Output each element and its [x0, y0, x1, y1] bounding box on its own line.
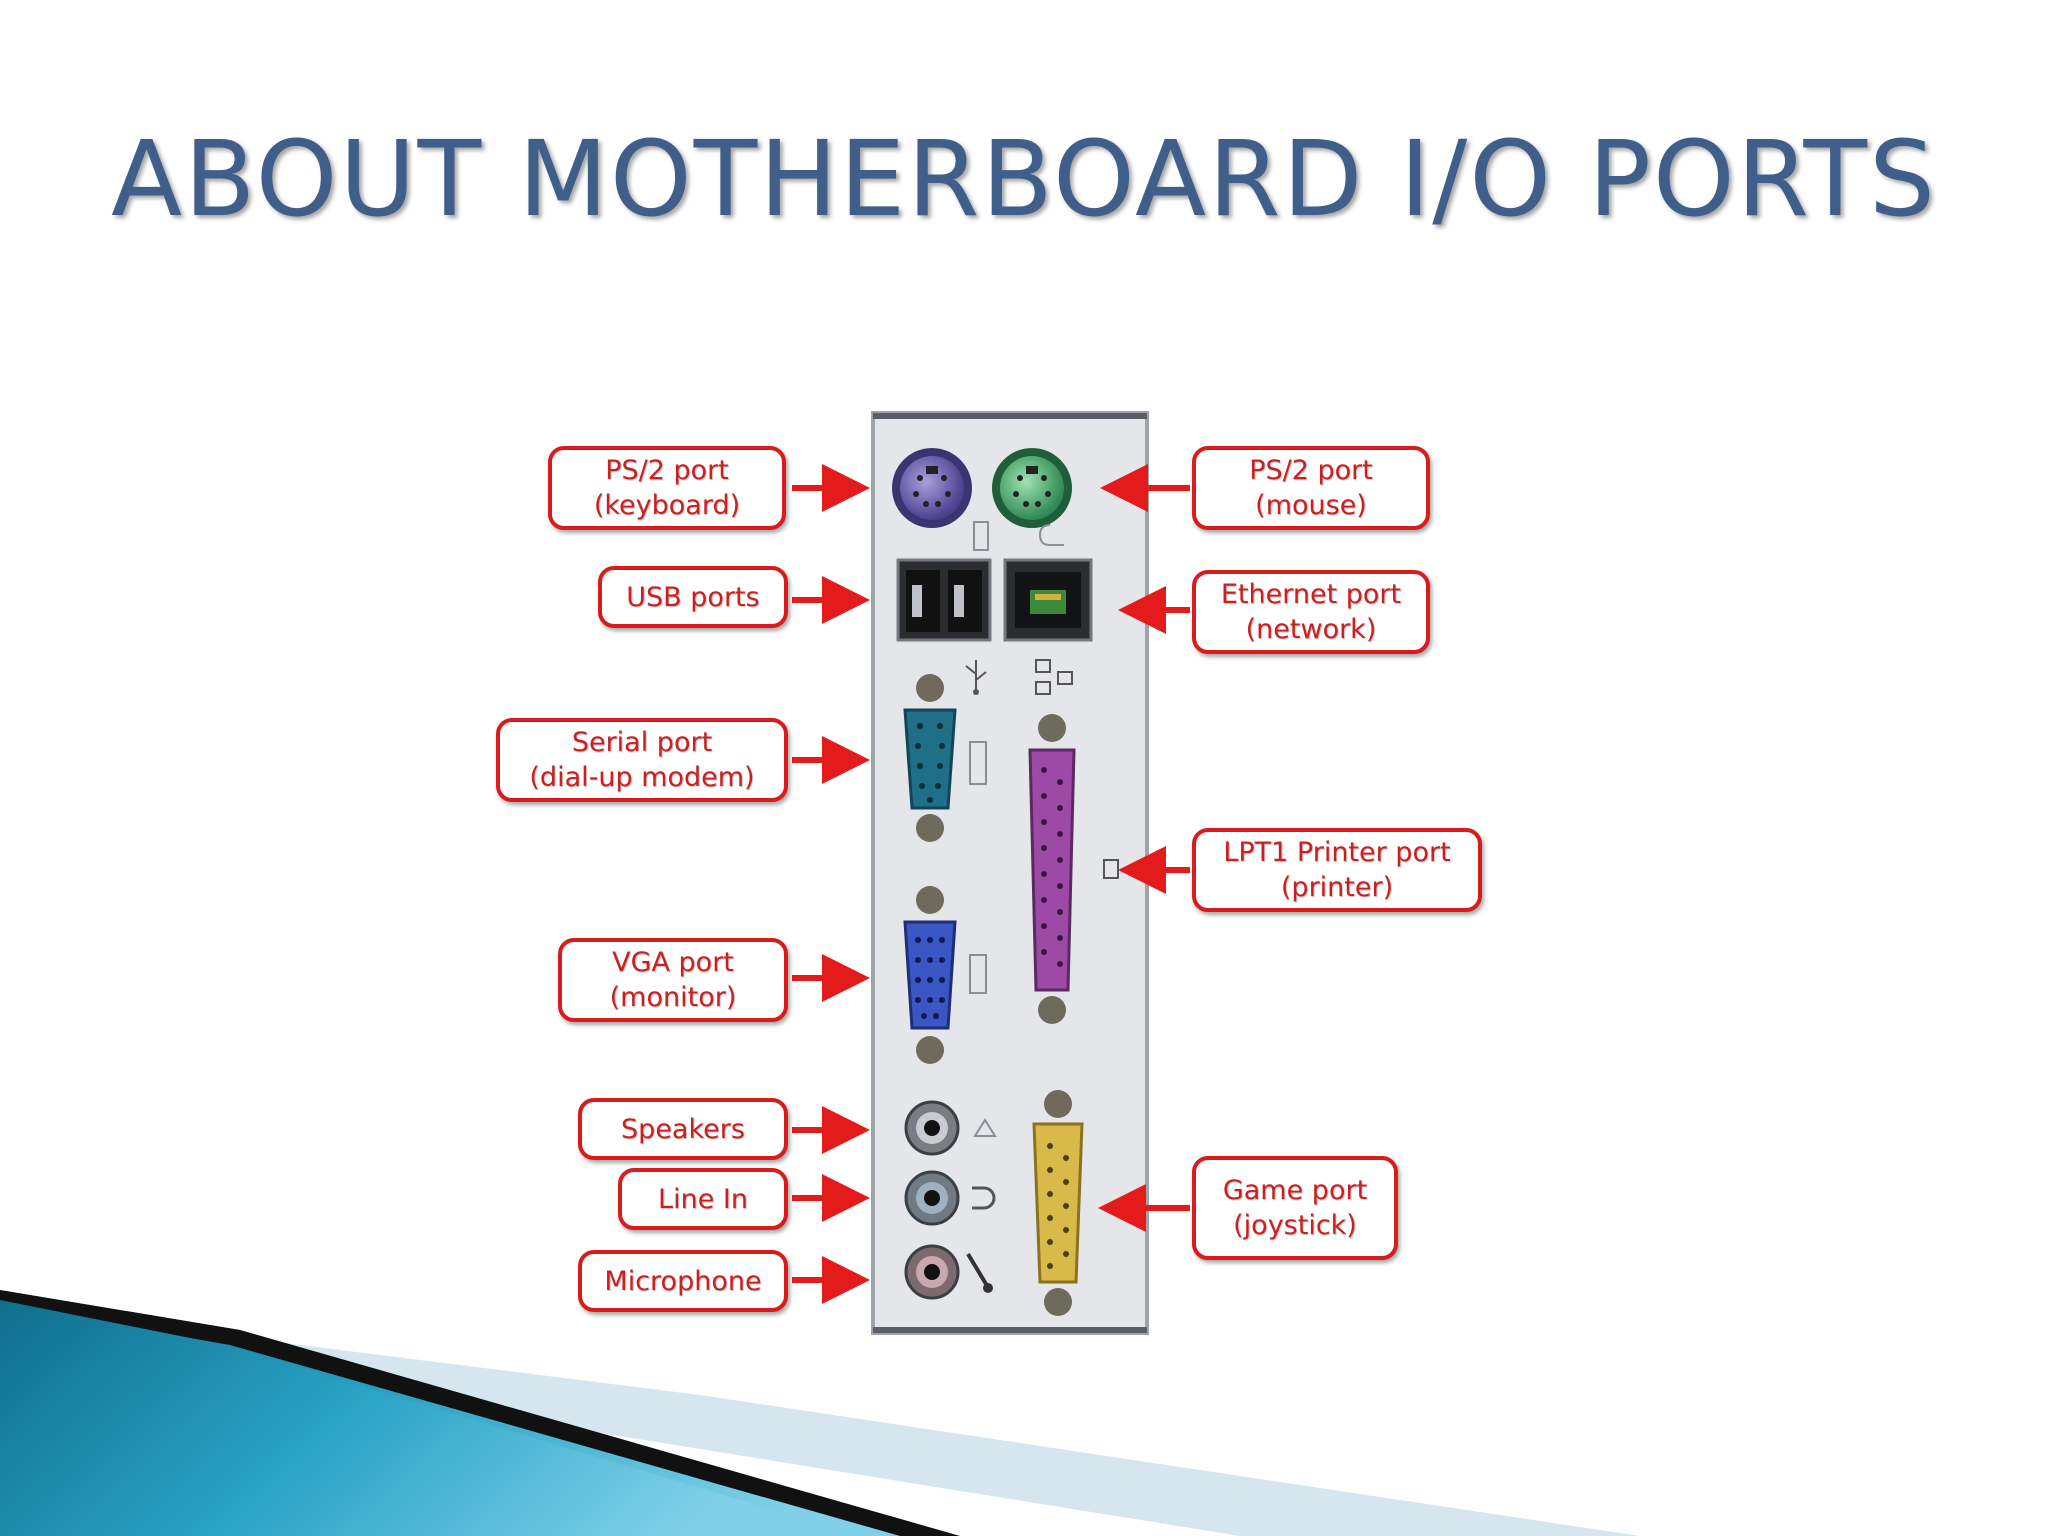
callout-serial: Serial port (dial-up modem) — [496, 718, 788, 802]
callout-microphone-line1: Microphone — [604, 1265, 762, 1297]
speaker-symbol-icon — [973, 1118, 997, 1137]
lpt1-printer-port — [1028, 714, 1076, 1024]
callout-ethernet-line2: (network) — [1245, 614, 1377, 645]
monitor-symbol-icon — [969, 954, 987, 994]
callout-vga-line1: VGA port — [612, 947, 734, 978]
callout-ps2-keyboard: PS/2 port (keyboard) — [548, 446, 786, 530]
callout-usb: USB ports — [598, 566, 788, 628]
keyboard-symbol-icon — [973, 521, 989, 551]
callout-speakers-line1: Speakers — [621, 1113, 745, 1145]
usb-symbol-icon — [965, 660, 987, 695]
callout-ethernet-line1: Ethernet port — [1220, 579, 1402, 610]
callout-game: Game port (joystick) — [1192, 1156, 1398, 1260]
callout-ps2-mouse-line2: (mouse) — [1255, 490, 1367, 521]
callout-usb-line1: USB ports — [626, 581, 760, 613]
ps2-keyboard-port — [892, 448, 972, 528]
callout-lpt1: LPT1 Printer port (printer) — [1192, 828, 1482, 912]
callout-game-line2: (joystick) — [1233, 1210, 1357, 1241]
callout-speakers: Speakers — [578, 1098, 788, 1160]
callout-ethernet: Ethernet port (network) — [1192, 570, 1430, 654]
microphone-jack — [904, 1244, 960, 1300]
microphone-symbol-icon — [966, 1252, 993, 1293]
serial-symbol-icon — [969, 741, 987, 785]
callout-ps2-keyboard-line2: (keyboard) — [593, 490, 741, 521]
ethernet-port — [1003, 558, 1093, 642]
callout-ps2-mouse-line1: PS/2 port — [1249, 455, 1373, 486]
callout-vga-line2: (monitor) — [609, 982, 737, 1013]
callout-serial-line1: Serial port — [571, 727, 713, 758]
serial-port — [903, 674, 957, 842]
callout-line-in: Line In — [618, 1168, 788, 1230]
callout-ps2-mouse: PS/2 port (mouse) — [1192, 446, 1430, 530]
callout-game-line1: Game port — [1222, 1175, 1368, 1206]
line-in-symbol-icon — [972, 1186, 996, 1210]
speakers-jack — [904, 1100, 960, 1156]
callout-serial-line2: (dial-up modem) — [529, 762, 755, 793]
callout-line-in-line1: Line In — [658, 1183, 748, 1215]
callout-microphone: Microphone — [578, 1250, 788, 1312]
slide-title: ABOUT MOTHERBOARD I/O PORTS — [110, 118, 1938, 240]
ps2-mouse-port — [992, 448, 1072, 528]
mouse-symbol-icon — [1038, 524, 1064, 546]
vga-port — [903, 886, 957, 1064]
callout-lpt1-line1: LPT1 Printer port — [1223, 837, 1451, 868]
callout-lpt1-line2: (printer) — [1280, 872, 1394, 903]
callout-vga: VGA port (monitor) — [558, 938, 788, 1022]
network-symbol-icon — [1035, 659, 1073, 695]
line-in-jack — [904, 1170, 960, 1226]
game-port — [1032, 1090, 1084, 1316]
callout-ps2-keyboard-line1: PS/2 port — [605, 455, 729, 486]
usb-ports — [896, 558, 992, 642]
